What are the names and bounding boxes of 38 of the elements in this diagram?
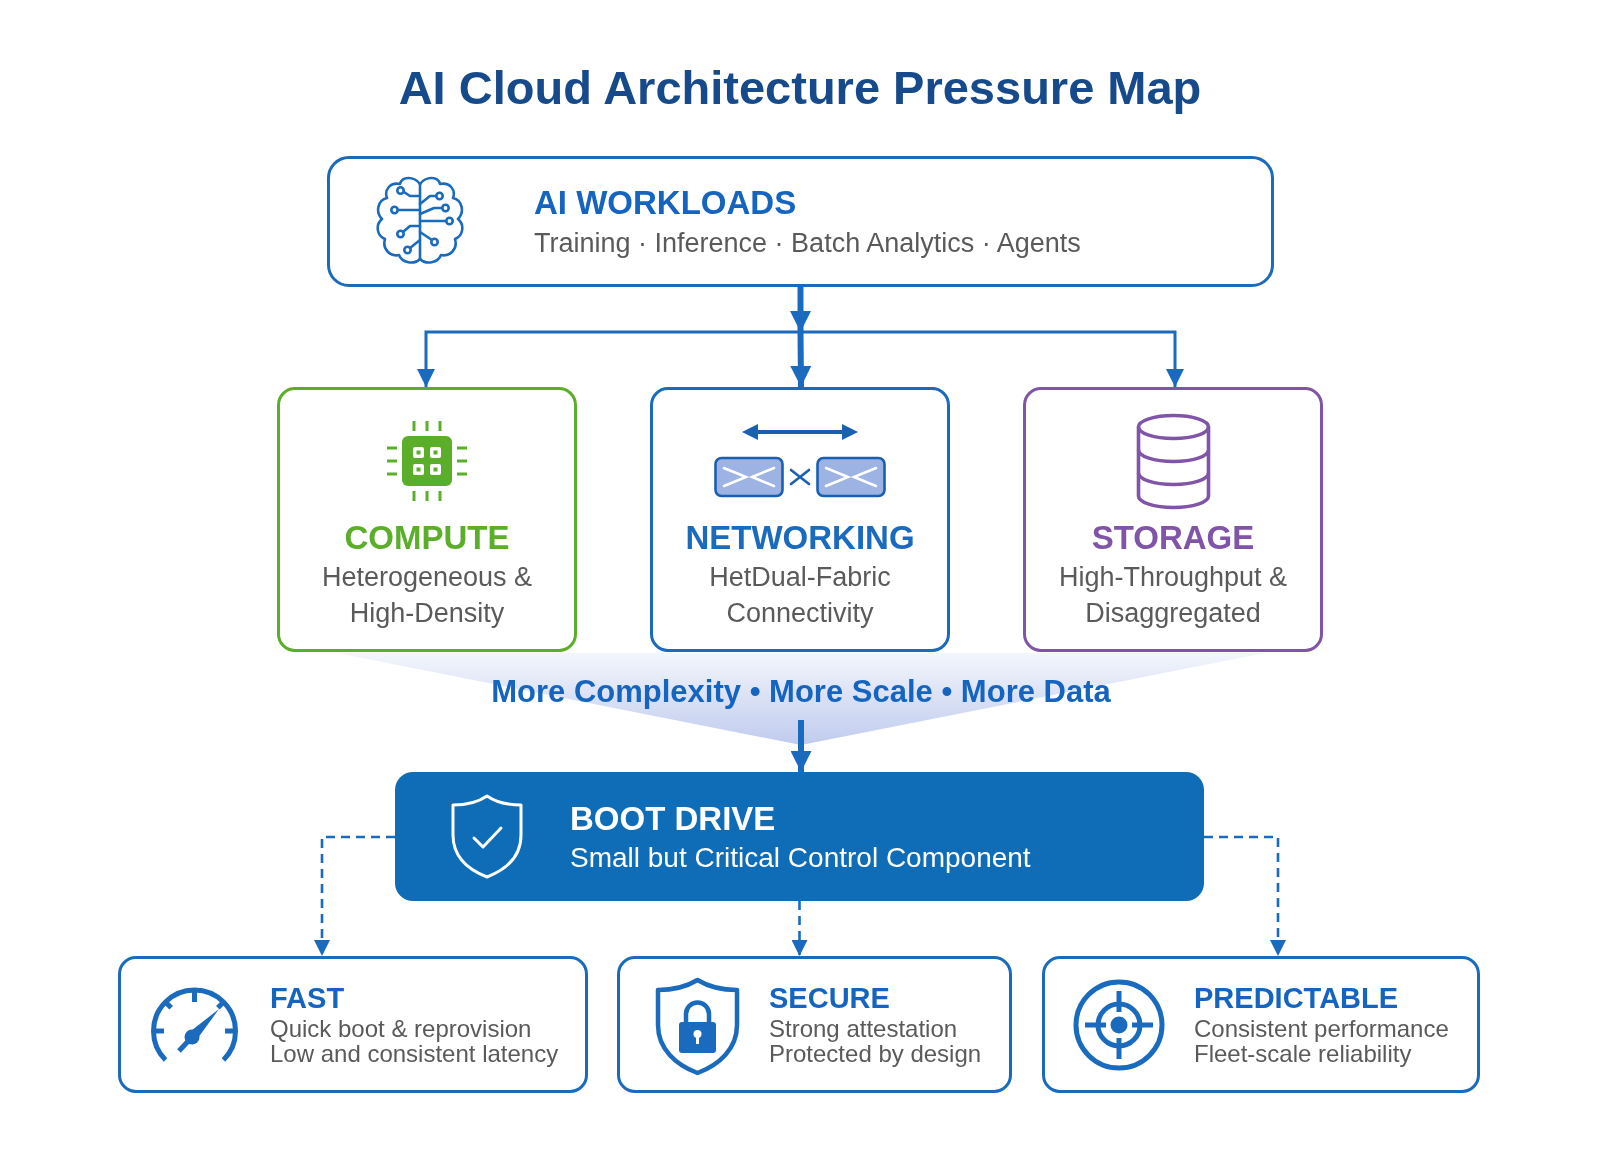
category-card <box>650 387 950 652</box>
feature-card <box>1042 956 1480 1093</box>
card-description: Heterogeneous & High-Density <box>320 561 534 630</box>
card-title: COMPUTE <box>344 518 510 558</box>
feature-line: Strong attestation <box>769 1016 958 1042</box>
category-card <box>1023 387 1323 652</box>
box-heading: BOOT DRIVE <box>570 799 776 839</box>
arrow <box>790 720 812 772</box>
dashed-arrow <box>1204 835 1286 956</box>
card-description: HetDual-Fabric Connectivity <box>708 561 892 630</box>
arrow <box>790 287 811 332</box>
arrow <box>800 330 1184 387</box>
feature-card <box>118 956 588 1093</box>
arrow <box>790 331 812 388</box>
feature-title: FAST <box>270 981 345 1015</box>
dashed-arrow <box>314 835 395 956</box>
feature-title: SECURE <box>769 981 890 1015</box>
feature-line: Fleet-scale reliability <box>1194 1041 1412 1067</box>
arrow <box>417 330 801 387</box>
feature-card <box>617 956 1012 1093</box>
feature-line: Quick boot & reprovision <box>270 1016 532 1042</box>
feature-line: Protected by design <box>769 1041 982 1067</box>
feature-line: Consistent performance <box>1194 1016 1449 1042</box>
card-title: NETWORKING <box>685 518 915 558</box>
box-subtitle: Training · Inference · Batch Analytics · Agents <box>534 227 1081 260</box>
card-title: STORAGE <box>1091 518 1255 558</box>
workload-box <box>327 156 1274 287</box>
funnel-band <box>337 653 1265 745</box>
boot-drive-box <box>395 772 1204 901</box>
dashed-arrow <box>791 901 808 956</box>
box-subtitle: Small but Critical Control Component <box>570 841 1031 875</box>
feature-title: PREDICTABLE <box>1194 981 1399 1015</box>
band-text: More Complexity • More Scale • More Data <box>491 673 1111 711</box>
card-description: High-Throughput & Disaggregated <box>1057 561 1289 630</box>
box-heading: AI WORKLOADS <box>534 183 797 223</box>
diagram-title: AI Cloud Architecture Pressure Map <box>398 60 1202 116</box>
category-card <box>277 387 577 652</box>
feature-line: Low and consistent latency <box>270 1041 559 1067</box>
